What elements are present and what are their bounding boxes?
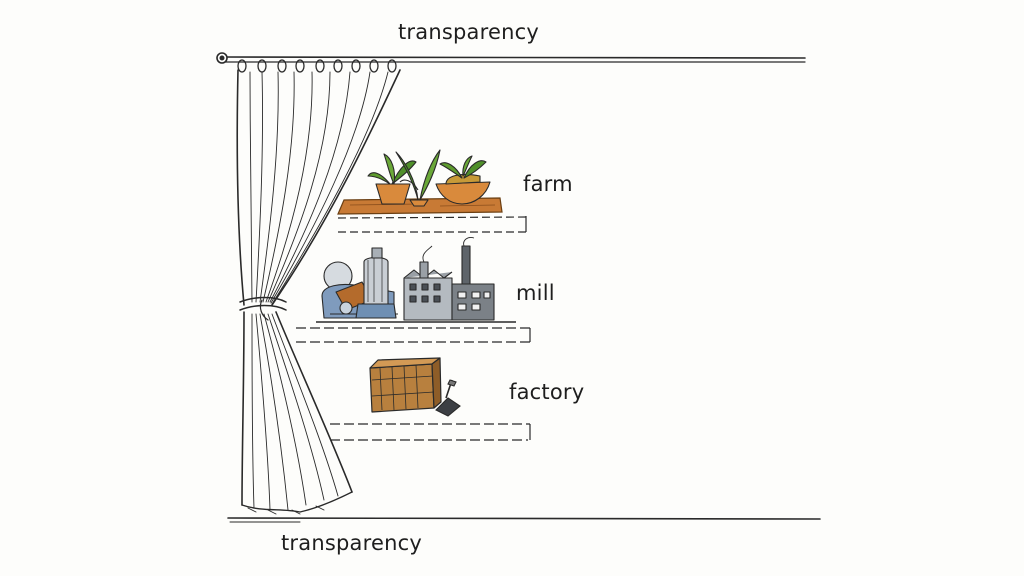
curtain-rings	[237, 59, 397, 73]
farm-plants	[367, 149, 491, 207]
factory-shelf	[330, 423, 531, 441]
top-transparency-label: transparency	[398, 20, 539, 44]
bottom-transparency-label: transparency	[281, 531, 422, 555]
mill-machinery	[321, 237, 495, 321]
factory-label: factory	[509, 380, 585, 404]
mill-label: mill	[516, 281, 555, 305]
mill-shelf	[296, 321, 532, 343]
factory-crate	[369, 357, 442, 413]
factory-tool-icon	[435, 379, 461, 417]
floor-line	[227, 517, 821, 523]
farm-label: farm	[523, 172, 573, 196]
farm-shelf	[337, 197, 529, 233]
curtain	[236, 69, 401, 515]
curtain-rod	[216, 52, 806, 64]
